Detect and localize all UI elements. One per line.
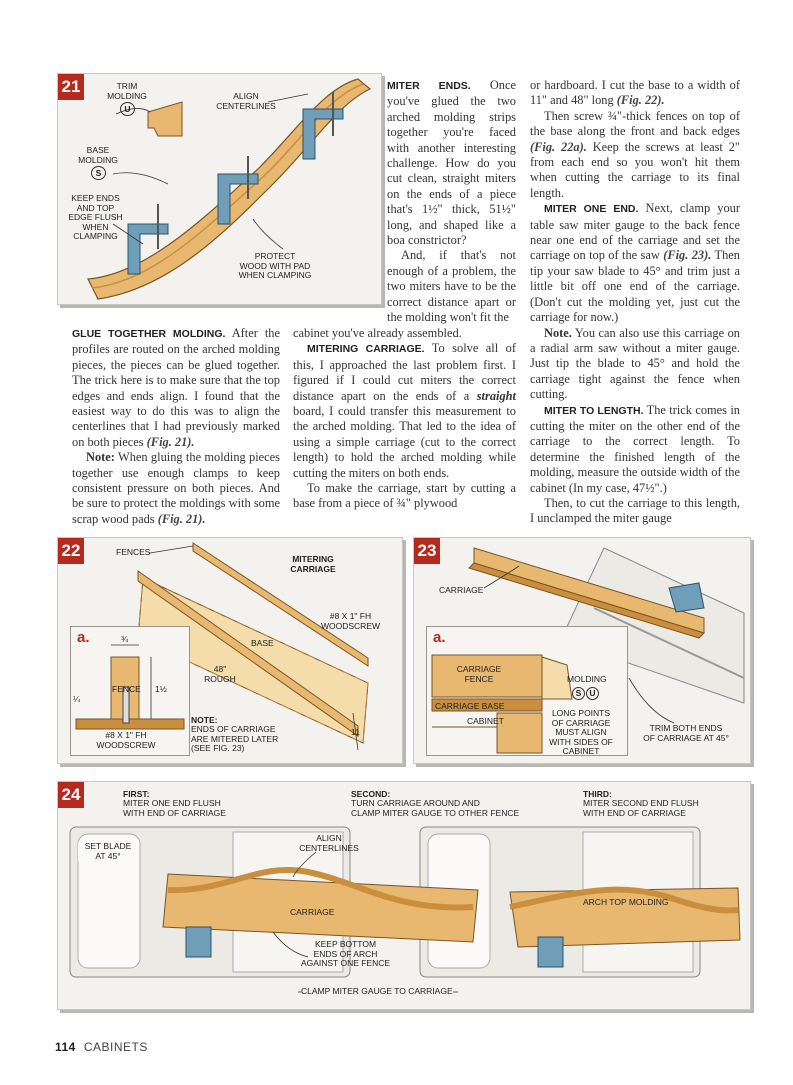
label-align-centerlines: ALIGN CENTERLINES bbox=[299, 833, 359, 853]
paragraph-miter-one-end-a: Next, clamp your table saw miter gauge t… bbox=[530, 201, 740, 263]
heading-glue-together: GLUE TOGETHER MOLDING. bbox=[72, 328, 226, 340]
inset-dim-quarter: ¼ bbox=[73, 694, 81, 704]
emphasis-straight: straight bbox=[476, 388, 516, 403]
inset-dim-three-quarter: ¾ bbox=[121, 634, 129, 644]
label-fences: FENCES bbox=[116, 547, 151, 557]
label-arch-top-molding: ARCH TOP MOLDING bbox=[583, 897, 669, 907]
figure-number: 23 bbox=[414, 538, 440, 564]
figure-number: 24 bbox=[58, 782, 84, 808]
heading-mitering-carriage: MITERING CARRIAGE. bbox=[307, 343, 425, 356]
paragraph-if-not-enough: And, if that's not enough of a problem, … bbox=[387, 248, 516, 325]
inset-label-u: U bbox=[586, 687, 599, 700]
inset-label-fence: FENCE bbox=[112, 684, 141, 694]
step-first-text: MITER ONE END FLUSH WITH END OF CARRIAGE bbox=[123, 798, 226, 818]
figure-24: 24 FIRST: MITER ONE END FLUSH WITH END O… bbox=[57, 781, 751, 1010]
heading-miter-one-end: MITER ONE END. bbox=[544, 203, 639, 216]
label-u-profile: U bbox=[120, 102, 135, 116]
note-label-radial: Note. bbox=[544, 325, 572, 340]
figure-ref-22: (Fig. 22). bbox=[616, 93, 665, 108]
figure-22-illustration bbox=[137, 542, 369, 751]
inset-illustration bbox=[431, 654, 573, 754]
figure-ref-21: (Fig. 21). bbox=[146, 434, 195, 449]
label-carriage: CARRIAGE bbox=[290, 907, 335, 917]
heading-miter-to-length: MITER TO LENGTH. bbox=[544, 404, 644, 417]
label-clamp-miter-gauge: CLAMP MITER GAUGE TO CARRIAGE bbox=[301, 986, 453, 997]
paragraph-miter-ends: Once you've glued the two arched molding… bbox=[387, 78, 516, 248]
note-label: Note: bbox=[86, 450, 115, 465]
paragraph-unclamp: Then, to cut the carriage to this length… bbox=[530, 495, 740, 526]
text-column-left: GLUE TOGETHER MOLDING. After the profile… bbox=[72, 326, 280, 527]
step-second-text: TURN CARRIAGE AROUND AND CLAMP MITER GAU… bbox=[351, 798, 520, 818]
figure-ref-23: (Fig. 23). bbox=[663, 248, 712, 263]
label-trim-both-ends: TRIM BOTH ENDS OF CARRIAGE AT 45° bbox=[643, 723, 729, 743]
figure-24-illustration bbox=[69, 826, 741, 993]
figure-number: 22 bbox=[58, 538, 84, 564]
label-keep-bottom: KEEP BOTTOM ENDS OF ARCH AGAINST ONE FEN… bbox=[300, 939, 391, 968]
step-third-head: THIRD: bbox=[583, 789, 612, 799]
figure-ref-21b: (Fig. 21). bbox=[157, 511, 206, 526]
paragraph-hardboard: or hardboard. I cut the base to a width … bbox=[530, 78, 740, 108]
figure-23a-inset: a. CARRIAGE FENCE MOLDING S U CARRIAGE B… bbox=[426, 626, 628, 756]
figure-number: 21 bbox=[58, 74, 84, 100]
paragraph-radial-arm: You can also use this carriage on a radi… bbox=[530, 325, 740, 402]
label-base: BASE bbox=[251, 638, 274, 648]
paragraph-make-carriage: To make the carriage, start by cutting a… bbox=[293, 481, 516, 511]
label-keep-ends: KEEP ENDS AND TOP EDGE FLUSH WHEN CLAMPI… bbox=[68, 193, 123, 241]
text-column-right: or hardboard. I cut the base to a width … bbox=[530, 78, 740, 527]
figure-ref-22a: (Fig. 22a). bbox=[530, 139, 587, 154]
paragraph-screw-fences-b: Keep the screws at least 2" from each en… bbox=[530, 139, 740, 200]
figure-23-illustration bbox=[468, 547, 745, 724]
inset-letter: a. bbox=[433, 629, 446, 646]
inset-label-molding: MOLDING bbox=[567, 674, 607, 684]
label-base-molding: BASE MOLDING bbox=[78, 145, 118, 165]
paragraph-miter-one-end-b: Then tip your saw blade to 45° and trim … bbox=[530, 248, 740, 325]
page-number: 114 bbox=[55, 1040, 76, 1054]
inset-label-carriage-base: CARRIAGE BASE bbox=[435, 701, 505, 711]
inset-label-cabinet: CABINET bbox=[467, 716, 504, 726]
inset-label-s: S bbox=[572, 687, 585, 700]
paragraph-miter-to-length: The trick comes in cutting the miter on … bbox=[530, 402, 740, 495]
label-protect-wood: PROTECT WOOD WITH PAD WHEN CLAMPING bbox=[238, 251, 312, 280]
label-mitering-carriage: MITERING CARRIAGE bbox=[290, 554, 336, 574]
inset-illustration bbox=[75, 644, 185, 730]
label-set-blade: SET BLADE AT 45° bbox=[78, 841, 138, 861]
label-woodscrew: #8 x 1" Fh WOODSCREW bbox=[320, 611, 381, 631]
page-footer: 114 CABINETS bbox=[55, 1040, 148, 1054]
figure-22a-inset: a. ¾ FENCE 1½ ¼ #8 x 1" Fh WOODSCREW bbox=[70, 626, 190, 756]
paragraph-mitering-a: To solve all of this, I approached the l… bbox=[293, 341, 516, 403]
label-trim-molding: TRIM MOLDING bbox=[107, 81, 147, 101]
figure-21-illustration bbox=[87, 78, 372, 300]
label-11: 11 bbox=[351, 727, 360, 737]
paragraph-note-gluing: When gluing the molding pieces together … bbox=[72, 450, 280, 526]
label-note-head: NOTE: bbox=[191, 715, 218, 725]
step-first-head: FIRST: bbox=[123, 789, 150, 799]
label-s-profile: S bbox=[91, 166, 106, 180]
paragraph-glue-together: After the profiles are routed on the arc… bbox=[72, 326, 280, 449]
inset-letter: a. bbox=[77, 629, 90, 646]
figure-21: 21 TRIM MOLDING U ALIGN CENTERLINES BASE… bbox=[57, 73, 382, 305]
text-column-middle-top: MITER ENDS. Once you've glued the two ar… bbox=[293, 78, 516, 326]
label-note-text: ENDS OF CARRIAGE ARE MITERED LATER (SEE … bbox=[191, 724, 279, 753]
label-align-centerlines: ALIGN CENTERLINES bbox=[216, 91, 276, 111]
inset-label-woodscrew: #8 x 1" Fh WOODSCREW bbox=[96, 730, 156, 750]
inset-label-carriage-fence: CARRIAGE FENCE bbox=[456, 664, 502, 684]
figure-23: 23 CARRIAGE TRIM BOTH ENDS OF CARRIAGE A… bbox=[413, 537, 751, 764]
step-second-head: SECOND: bbox=[351, 789, 391, 799]
step-third-text: MITER SECOND END FLUSH WITH END OF CARRI… bbox=[583, 798, 699, 818]
paragraph-cabinet-assembled: cabinet you've already assembled. bbox=[293, 326, 462, 340]
paragraph-mitering-b: board, I could transfer this measurement… bbox=[293, 404, 516, 480]
section-name: CABINETS bbox=[83, 1040, 148, 1054]
paragraph-screw-fences-a: Then screw ¾"-thick fences on top of the… bbox=[530, 108, 740, 139]
label-carriage: CARRIAGE bbox=[439, 585, 484, 595]
heading-miter-ends: MITER ENDS. bbox=[387, 80, 471, 92]
figure-22: 22 FENCES MITERING CARRIAGE #8 x 1" Fh W… bbox=[57, 537, 403, 764]
text-column-middle-bottom: cabinet you've already assembled. MITERI… bbox=[293, 326, 516, 512]
inset-label-long-points: LONG POINTS OF CARRIAGE MUST ALIGN WITH … bbox=[549, 708, 613, 756]
label-48-rough: 48" ROUGH bbox=[204, 664, 236, 684]
inset-dim-one-half: 1½ bbox=[155, 684, 167, 694]
